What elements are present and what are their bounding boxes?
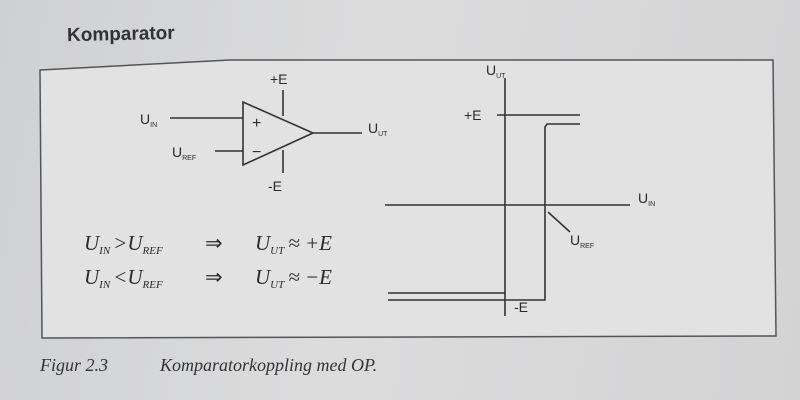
input-label: UIN [140, 111, 157, 129]
threshold-leader [547, 211, 571, 233]
opamp-plus-sign: + [252, 115, 261, 132]
equation-low: UIN<UREF⇒UUT≈ −E [84, 265, 332, 291]
minus-supply-label: -E [268, 178, 282, 194]
equation-high: UIN>UREF⇒UUT≈ +E [84, 231, 332, 257]
output-label: UUT [368, 120, 388, 138]
threshold-label: UREF [570, 232, 594, 250]
high-level-label: +E [464, 107, 482, 123]
x-axis-label: UIN [638, 190, 655, 208]
plus-supply-label: +E [270, 71, 288, 87]
ref-label: UREF [172, 144, 196, 162]
figure-frame [39, 59, 777, 339]
figure-number: Figur 2.3 [40, 355, 109, 375]
y-axis-label: UUT [486, 62, 506, 80]
transfer-curve [388, 123, 580, 301]
figure-caption: Komparatorkoppling med OP. [160, 355, 378, 375]
opamp-triangle [242, 100, 315, 167]
low-level-label: -E [514, 299, 528, 315]
opamp-minus-sign: − [252, 144, 261, 161]
